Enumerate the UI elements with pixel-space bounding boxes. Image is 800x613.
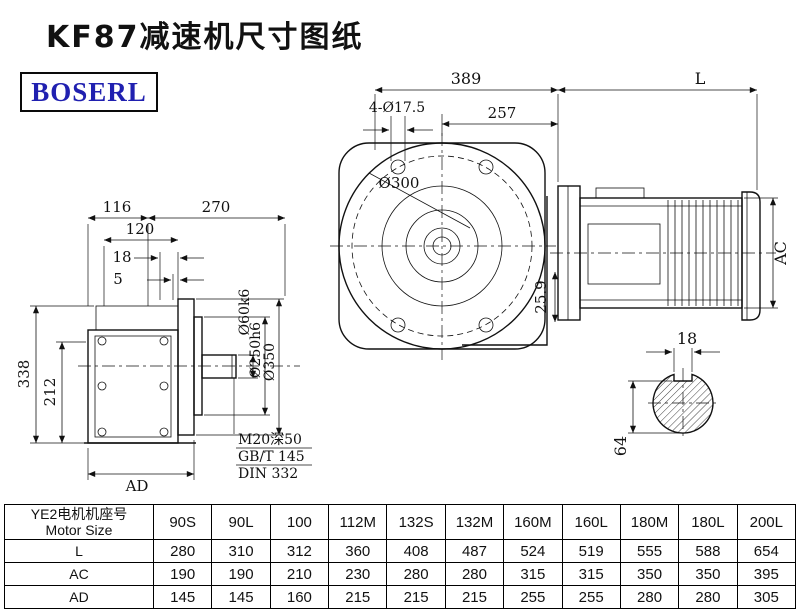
- dim-motor-length-label: L: [695, 69, 706, 88]
- dimension-drawing: Ø300 25.9 389 L 257 4-Ø17.5: [15, 69, 790, 495]
- dim-height-axis-label: 212: [41, 378, 59, 407]
- dim-depth-label: AD: [125, 477, 149, 495]
- dim-flange-od-label: Ø300: [379, 174, 420, 192]
- table-cell: 190: [152, 562, 213, 586]
- table-cell: 255: [503, 585, 563, 609]
- column-header: 180L: [678, 504, 738, 540]
- header-en: Motor Size: [45, 522, 113, 538]
- note-din-standard: DIN 332: [238, 466, 298, 482]
- dim-flange-dia-label: Ø350: [262, 343, 278, 381]
- dim-120-label: 120: [126, 220, 155, 238]
- column-header: 90L: [211, 504, 271, 540]
- note-tap-hole: M20深50: [238, 432, 302, 448]
- table-cell: 350: [619, 562, 680, 586]
- row-label: L: [4, 539, 154, 563]
- table-cell: 280: [386, 562, 446, 586]
- dim-key-height-label: 64: [611, 436, 630, 456]
- table-cell: 350: [678, 562, 738, 586]
- table-cell: 312: [269, 539, 330, 563]
- column-header: 90S: [152, 504, 213, 540]
- dim-bolt-holes-label: 4-Ø17.5: [369, 100, 425, 116]
- side-view-dimensions: 116 270 120 18 5 Ø60k6 Ø250h6 Ø350 338 2…: [15, 198, 312, 495]
- table-row-l: L 280 310 312 360 408 487 524 519 555 58…: [4, 539, 797, 563]
- dim-257-label: 257: [488, 104, 517, 122]
- column-header: 112M: [328, 504, 388, 540]
- table-row-ad: AD 145 145 160 215 215 215 255 255 280 2…: [4, 585, 797, 609]
- table-cell: 215: [328, 585, 388, 609]
- note-gb-standard: GB/T 145: [238, 449, 305, 465]
- dim-key-width-label: 18: [677, 329, 697, 348]
- table-row-ac: AC 190 190 210 230 280 280 315 315 350 3…: [4, 562, 797, 586]
- table-cell: 190: [211, 562, 271, 586]
- table-cell: 305: [736, 585, 797, 609]
- table-cell: 588: [678, 539, 738, 563]
- dim-pilot-dia-label: Ø250h6: [248, 322, 264, 378]
- column-header: 132S: [386, 504, 446, 540]
- logo-box: BOSERL: [20, 72, 158, 112]
- motor: [550, 185, 776, 321]
- dim-height-total-label: 338: [15, 360, 33, 389]
- table-cell: 145: [211, 585, 271, 609]
- table-cell: 315: [561, 562, 621, 586]
- table-cell: 315: [503, 562, 563, 586]
- dim-motor-height-label: AC: [771, 241, 790, 266]
- table-cell: 519: [561, 539, 621, 563]
- dim-270-label: 270: [202, 198, 231, 216]
- table-cell: 360: [328, 539, 388, 563]
- column-header: 180M: [619, 504, 680, 540]
- table-header-motor-size: YE2电机机座号 Motor Size: [4, 504, 154, 540]
- dim-overall-label: 389: [451, 69, 482, 88]
- table-cell: 555: [619, 539, 680, 563]
- dim-offset-label: 25.9: [532, 280, 550, 313]
- table-cell: 280: [678, 585, 738, 609]
- column-header: 160L: [561, 504, 621, 540]
- row-label: AD: [4, 585, 154, 609]
- table-cell: 255: [561, 585, 621, 609]
- ac-dimension: AC: [744, 197, 790, 309]
- table-cell: 395: [736, 562, 797, 586]
- table-cell: 280: [619, 585, 680, 609]
- table-cell: 215: [386, 585, 446, 609]
- dim-18-label: 18: [112, 248, 131, 266]
- table-cell: 280: [152, 539, 213, 563]
- table-cell: 160: [269, 585, 330, 609]
- table-cell: 654: [736, 539, 797, 563]
- table-cell: 215: [444, 585, 505, 609]
- top-dimensions: 389 L 257 4-Ø17.5: [363, 69, 758, 190]
- logo-text: BOSERL: [31, 76, 147, 107]
- row-label: AC: [4, 562, 154, 586]
- column-header: 160M: [503, 504, 563, 540]
- shaft-section: 18 64: [611, 329, 720, 456]
- dim-116-label: 116: [103, 198, 132, 216]
- table-cell: 310: [211, 539, 271, 563]
- table-cell: 210: [269, 562, 330, 586]
- table-header-row: YE2电机机座号 Motor Size 90S 90L 100 112M 132…: [4, 504, 797, 540]
- table-cell: 408: [386, 539, 446, 563]
- header-cn: YE2电机机座号: [30, 506, 128, 522]
- page-title: KF87减速机尺寸图纸: [46, 20, 364, 55]
- table-cell: 524: [503, 539, 563, 563]
- table-cell: 487: [444, 539, 505, 563]
- size-table: YE2电机机座号 Motor Size 90S 90L 100 112M 132…: [4, 504, 797, 609]
- column-header: 132M: [444, 504, 505, 540]
- table-cell: 145: [152, 585, 213, 609]
- column-header: 100: [269, 504, 330, 540]
- table-cell: 280: [444, 562, 505, 586]
- dim-shaft-dia-label: Ø60k6: [237, 289, 253, 336]
- column-header: 200L: [736, 504, 797, 540]
- dim-5-label: 5: [113, 270, 123, 288]
- table-cell: 230: [328, 562, 388, 586]
- front-view: Ø300 25.9: [330, 133, 559, 360]
